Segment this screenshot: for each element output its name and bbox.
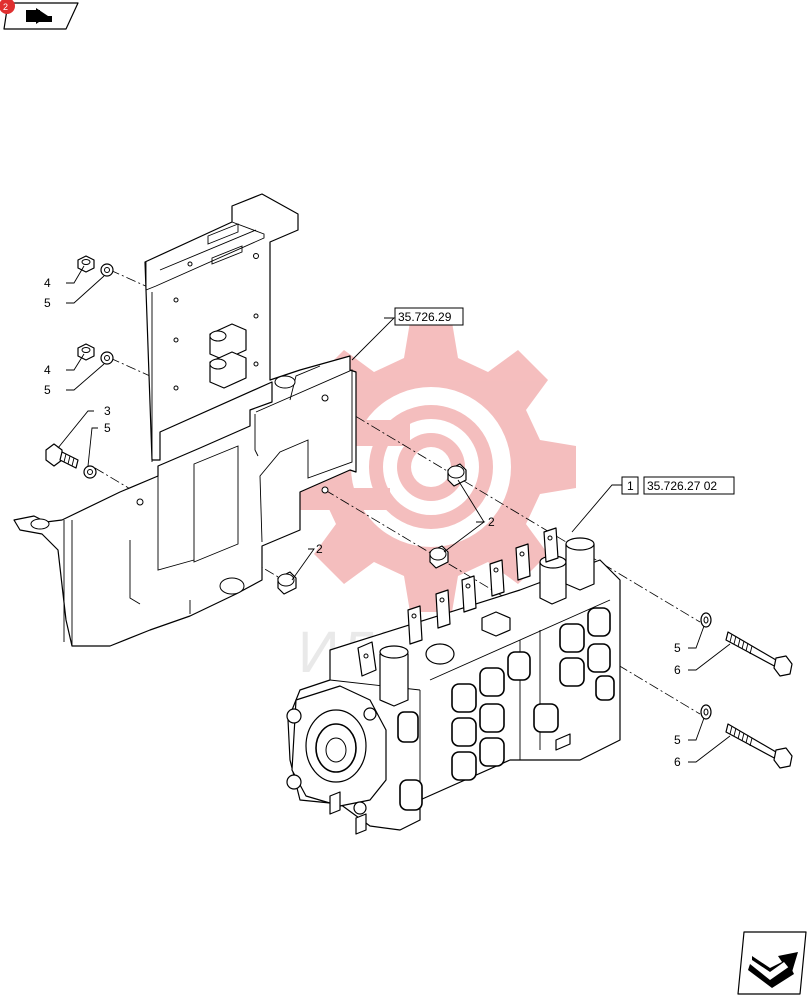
callout-5: 5 — [674, 733, 681, 747]
washer-right-lower — [700, 704, 712, 720]
washer-bolt — [83, 465, 97, 479]
callout-5: 5 — [44, 383, 51, 397]
washer-middle — [100, 351, 114, 365]
callout-4: 4 — [44, 363, 51, 377]
spacer-lower — [277, 571, 297, 595]
callout-labels: 4 5 4 5 3 5 2 2 5 6 5 6 — [44, 276, 681, 769]
leader-lines — [57, 265, 731, 763]
callout-5: 5 — [674, 641, 681, 655]
mounting-bracket — [13, 193, 357, 647]
book-back-icon[interactable]: 2 — [0, 0, 79, 30]
svg-text:2: 2 — [3, 2, 8, 12]
callout-6: 6 — [674, 755, 681, 769]
reference-label: 35.726.27 02 — [647, 479, 717, 493]
reference-label: 1 — [627, 479, 634, 493]
nut-middle — [77, 343, 95, 361]
long-bolt-upper — [725, 631, 793, 677]
next-page-arrow-icon[interactable] — [737, 931, 807, 995]
callout-6: 6 — [674, 663, 681, 677]
washer-right-upper — [700, 612, 712, 628]
nut-upper — [77, 255, 95, 273]
reference-box-35-726-29[interactable]: 35.726.29 — [394, 307, 464, 326]
callout-2: 2 — [488, 515, 495, 529]
reference-box-35-726-27-02[interactable]: 35.726.27 02 — [643, 476, 735, 495]
callout-2: 2 — [316, 542, 323, 556]
control-valve-block — [286, 527, 621, 835]
long-bolt-lower — [725, 723, 793, 769]
callout-3: 3 — [104, 404, 111, 418]
reference-box-item-1[interactable]: 1 — [621, 476, 639, 495]
washer-upper — [100, 263, 114, 277]
callout-5: 5 — [104, 421, 111, 435]
callout-5: 5 — [44, 296, 51, 310]
spacer-middle — [429, 545, 449, 569]
bolt-short — [45, 443, 79, 469]
callout-4: 4 — [44, 276, 51, 290]
reference-label: 35.726.29 — [398, 310, 452, 324]
spacer-upper — [447, 463, 467, 487]
